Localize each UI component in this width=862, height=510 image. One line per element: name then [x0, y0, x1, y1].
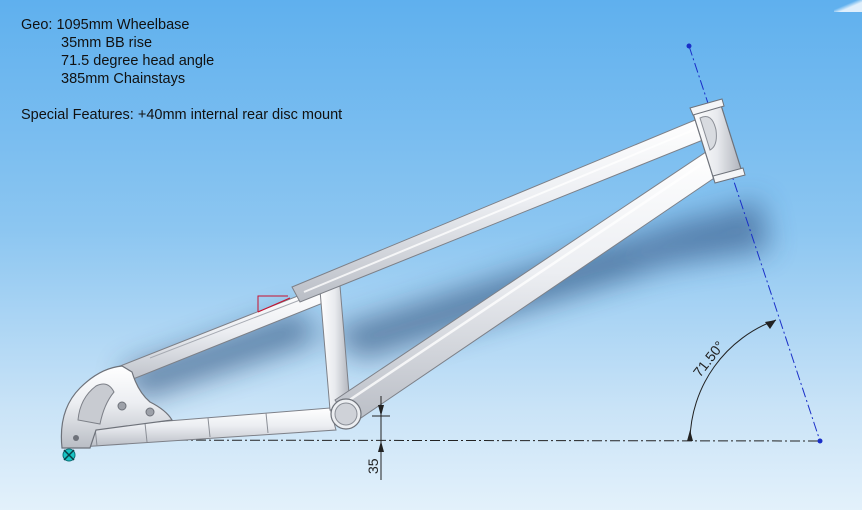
angle-label: 71.50° [690, 338, 728, 380]
special-features-line: Special Features: +40mm internal rear di… [21, 107, 343, 123]
centerlines [69, 43, 823, 444]
viewport-corner-icon [834, 0, 862, 12]
head-tube[interactable] [689, 98, 746, 184]
sketch-marker [257, 295, 291, 313]
origin-marker-icon[interactable] [62, 448, 76, 462]
geo-line-4: 385mm Chainstays [61, 71, 186, 87]
seat-tube[interactable] [319, 285, 351, 411]
geo-line-2: 35mm BB rise [61, 35, 153, 51]
rear-dropout[interactable] [60, 365, 173, 449]
head-axis-top-point [686, 43, 692, 49]
bb-rise-label: 35 [365, 458, 381, 474]
geo-line-1: Geo: 1095mm Wheelbase [21, 17, 190, 33]
geo-line-3: 71.5 degree head angle [61, 53, 215, 69]
head-angle-dimension[interactable]: 71.50° [687, 319, 777, 441]
design-notes: Geo: 1095mm Wheelbase 35mm BB rise 71.5 … [21, 16, 342, 124]
head-tube-axis [688, 45, 821, 442]
bottom-bracket[interactable] [330, 398, 362, 430]
bb-rise-dimension[interactable]: 35 [365, 396, 390, 480]
horizontal-centerline [69, 439, 821, 442]
axle-point [817, 438, 823, 444]
